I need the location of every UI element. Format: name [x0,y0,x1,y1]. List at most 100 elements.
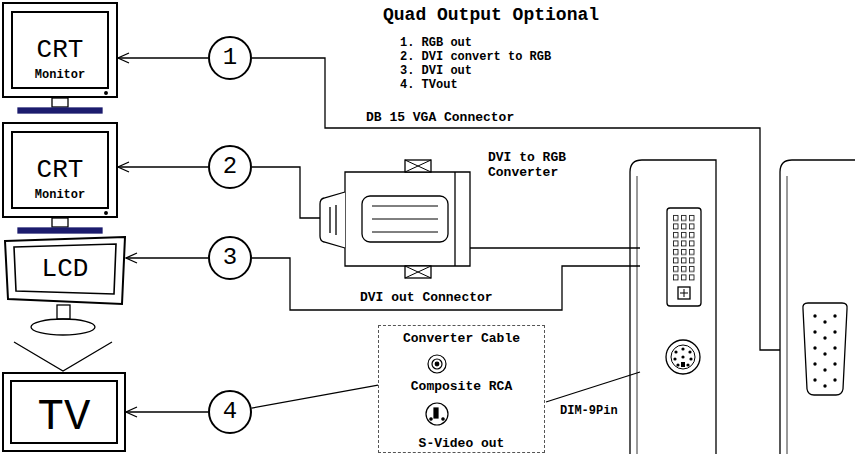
s-video-pin [430,418,432,420]
dvi-cross-mark [680,289,688,297]
arrow-head [118,162,129,172]
option-item: 1. RGB out [400,36,472,50]
lcd-base [31,319,95,335]
din-pin [673,357,676,360]
vga-bracket [780,160,855,454]
s-video-jack [426,403,448,425]
connector-arrow [118,53,208,63]
monitor-word: Monitor [35,68,85,82]
vga-pin [813,362,816,365]
vga-pin [823,368,826,371]
lcd-screen [14,244,116,294]
din-leader-line [546,372,640,402]
vga-pins [813,314,836,387]
adapter-flange [454,172,455,266]
connector-arrow [118,162,208,172]
connector-label: DB 15 VGA Connector [366,110,514,125]
vga-pin [833,362,836,365]
rca-ring [432,359,442,369]
monitor-type: LCD [42,254,89,284]
bracket-fold [637,176,638,454]
dvi-port [667,208,701,306]
adapter-screw-cross [405,160,431,172]
diagram-title: Quad Output Optional [383,4,599,26]
converter-label: DVI to RGB Converter [488,150,588,180]
vga-pin [813,378,816,381]
rca-pin [435,362,439,366]
adapter-grip-ridges [372,206,438,232]
power-led [105,92,108,95]
mini-din-port [666,340,700,374]
connector-arrow [126,253,208,263]
card-bracket [630,160,716,454]
dvi-cross-pin [678,287,690,299]
cable-lines [252,58,780,402]
vga-port [803,303,847,395]
mini-din-ring [671,345,695,369]
monitor-neck [52,218,68,227]
callout-number: 1 [223,38,237,78]
din-pin [674,350,677,353]
monitor-neck [52,98,68,107]
connector-line [118,166,208,167]
connector-arrow [252,385,378,408]
adapter-cable-line [252,167,322,218]
arrow-head [126,407,137,417]
dvi-to-rgb-adapter [320,160,470,278]
bracket-fold [787,176,788,454]
option-item: 3. DVI out [400,64,472,78]
callout-number: 2 [223,147,237,187]
callout-circle: 4 [208,390,252,434]
dvi-pin-grid [672,214,696,282]
vga-pin [823,384,826,387]
tv-antenna [14,342,112,371]
tv-word: TV [38,394,91,440]
din-pin [686,363,689,366]
adapter-grip [362,196,448,242]
adapter-screw-tab [405,160,431,172]
vga-pin [833,330,836,333]
lcd-monitor: LCD [4,236,126,306]
crt-monitor: CRTMonitor [2,122,118,218]
lcd-frame [5,237,125,304]
din-pin [681,355,684,358]
adapter-to-card-line [470,247,640,248]
lcd-neck [57,305,70,319]
vga-pin [823,320,826,323]
monitor-word: Monitor [35,188,85,202]
connector-line [126,411,208,412]
adapter-plug [320,192,345,248]
monitor-base [18,228,102,233]
bracket-outline [630,160,716,454]
din-pin [689,357,692,360]
callout-circle: 2 [208,145,252,189]
box-text: Composite RCA [411,379,512,394]
s-video-pin [442,418,444,420]
mini-din-pins [673,347,692,367]
monitor-type: CRT [37,36,84,64]
din-pin [681,347,684,350]
adapter-plug-pins [330,205,336,235]
callout-number: 4 [223,392,237,432]
adapter-body [345,172,470,266]
callout-number: 3 [223,238,237,278]
vga-pin [833,346,836,349]
option-item: 4. TVout [400,78,458,92]
tv-set: TV [2,372,126,452]
s-video-key [434,408,438,418]
connector-label: DVI out Connector [360,290,493,305]
bracket-outline [780,160,855,454]
callout-circle: 3 [208,236,252,280]
vga-pin [813,346,816,349]
monitor-base [18,108,102,113]
port-label: DIM-9Pin [560,404,618,418]
din-pin [676,363,679,366]
vga-pin [813,314,816,317]
vga-pin [823,336,826,339]
crt-monitor: CRT Monitor [2,2,118,98]
converter-box: Converter CableComposite RCAS-Video out [378,325,545,453]
box-text: Converter Cable [403,331,520,346]
monitor-stands [14,92,112,371]
vga-pin [833,314,836,317]
